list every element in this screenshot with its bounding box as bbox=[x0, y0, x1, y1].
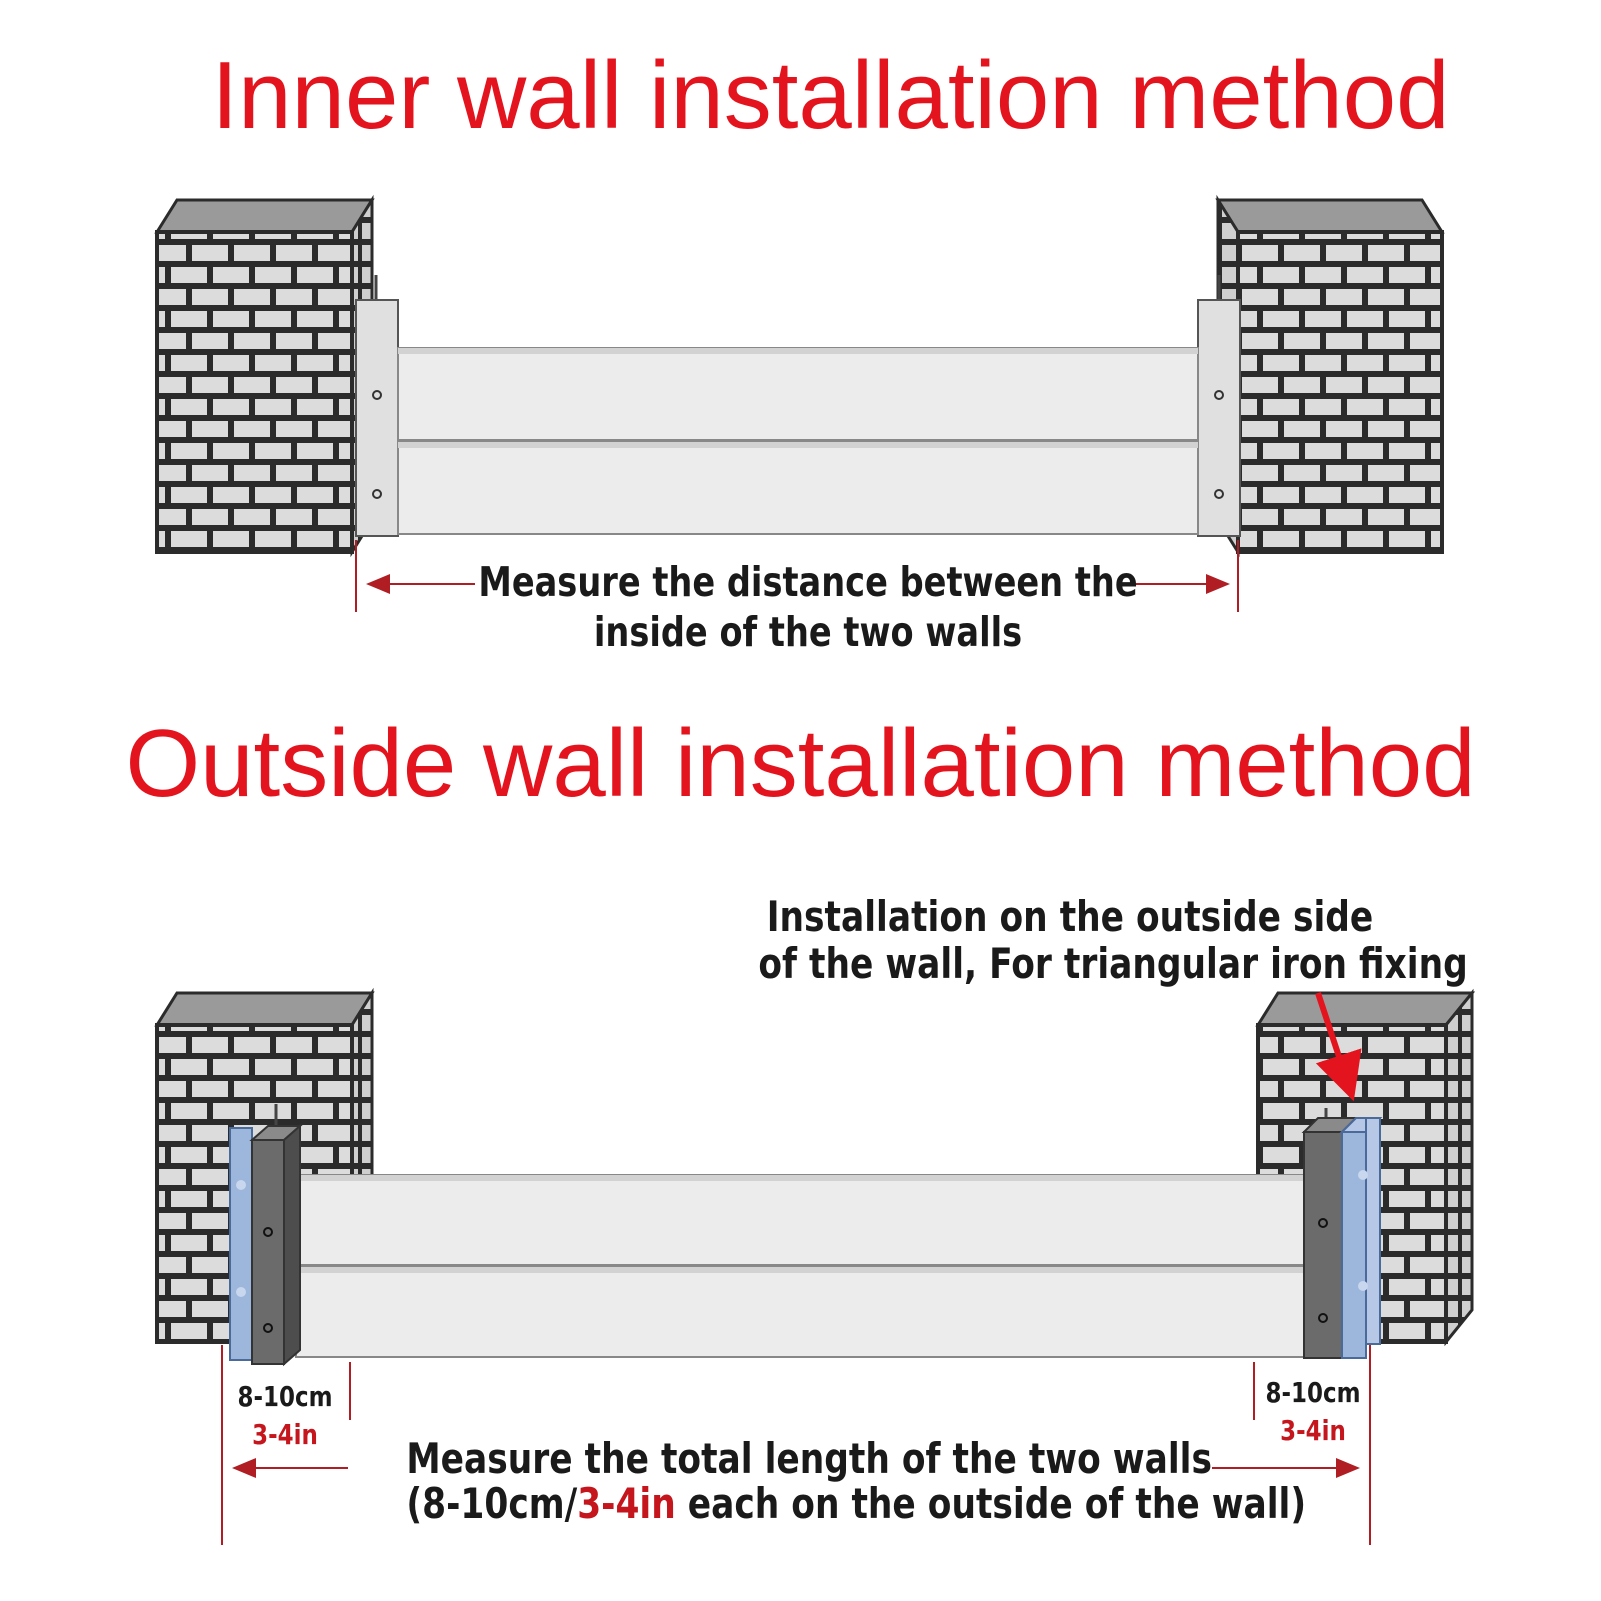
inner-right-bracket bbox=[1197, 275, 1241, 537]
inner-measure-line2: inside of the two walls bbox=[593, 608, 1023, 657]
left-offset-label: 8-10cm 3-4in bbox=[235, 1378, 335, 1454]
outside-dimension-lines bbox=[221, 1345, 1371, 1545]
inner-right-pillar bbox=[1215, 194, 1445, 558]
inner-wall-title: Inner wall installation method bbox=[211, 42, 1450, 149]
inner-left-pillar bbox=[154, 194, 375, 558]
triangular-iron-pointer-arrow bbox=[1315, 992, 1362, 1102]
outside-measure-line1: Measure the total length of the two wall… bbox=[406, 1434, 1212, 1483]
outside-left-bracket bbox=[229, 1104, 303, 1367]
triangular-iron-note: Installation on the outside side of the … bbox=[758, 892, 1468, 989]
measure-line2-highlight: 3-4in bbox=[577, 1479, 676, 1529]
outside-measure-line2: (8-10cm/3-4in each on the outside of the… bbox=[406, 1479, 1306, 1529]
measure-line2-prefix: (8-10cm/ bbox=[406, 1479, 578, 1529]
inner-left-bracket bbox=[355, 275, 399, 537]
inner-measure-caption: Measure the distance between the inside … bbox=[472, 557, 1144, 657]
note-line1: Installation on the outside side bbox=[766, 892, 1374, 941]
left-offset-imperial: 3-4in bbox=[252, 1417, 318, 1451]
measure-line2-suffix: each on the outside of the wall) bbox=[675, 1479, 1307, 1529]
left-offset-metric: 8-10cm bbox=[237, 1380, 333, 1413]
note-line2: of the wall, For triangular iron fixing bbox=[758, 939, 1468, 989]
inner-flood-panels bbox=[397, 347, 1199, 535]
outside-measure-caption: Measure the total length of the two wall… bbox=[406, 1434, 1306, 1529]
outside-flood-panels bbox=[295, 1174, 1305, 1358]
right-offset-imperial: 3-4in bbox=[1280, 1413, 1346, 1447]
outside-right-bracket bbox=[1301, 1108, 1383, 1359]
outside-wall-title: Outside wall installation method bbox=[125, 710, 1476, 817]
inner-measure-arrow bbox=[355, 540, 1239, 612]
right-offset-label: 8-10cm 3-4in bbox=[1263, 1374, 1363, 1450]
right-offset-metric: 8-10cm bbox=[1265, 1376, 1361, 1409]
inner-measure-line1: Measure the distance between the bbox=[478, 558, 1138, 606]
